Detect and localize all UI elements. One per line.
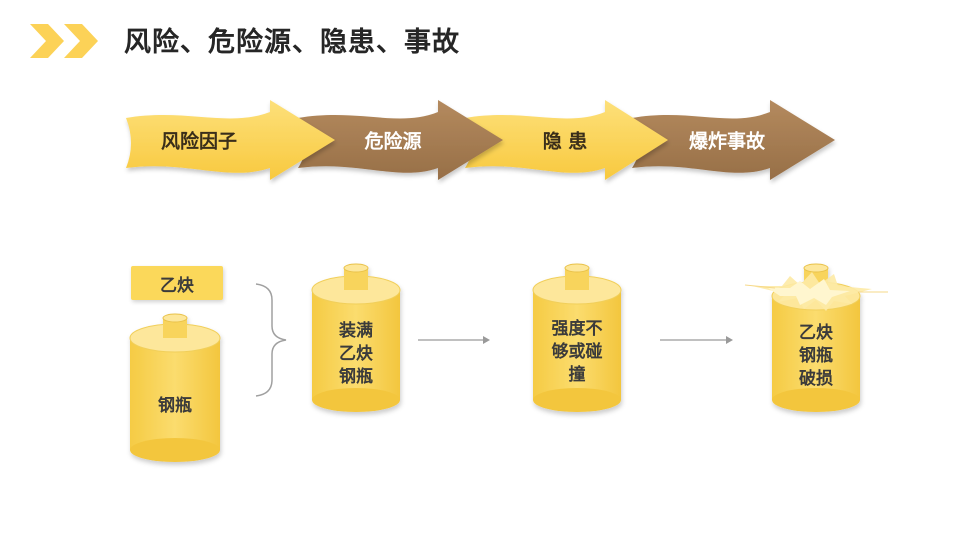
cylinder-2-label: 装满 乙炔 钢瓶: [339, 320, 373, 389]
cylinder-2-line-2: 乙炔: [339, 344, 373, 364]
cylinder-1-label: 钢瓶: [158, 396, 192, 416]
flow-arrow-1: [126, 100, 335, 180]
flow-arrow-3: [465, 100, 668, 180]
arrow-right-2: [660, 336, 733, 344]
cylinder-4-label: 乙炔 钢瓶 破损: [799, 322, 833, 391]
cylinder-3-line-2: 够或碰: [551, 342, 603, 362]
cylinder-2-line-1: 装满: [339, 321, 373, 341]
cylinder-1: [129, 313, 221, 462]
cylinder-4-line-1: 乙炔: [799, 323, 833, 343]
cylinder-4-line-3: 破损: [799, 369, 833, 389]
flow-step-2-label: 危险源: [364, 130, 422, 153]
cylinder-4-line-2: 钢瓶: [799, 346, 833, 366]
cylinder-3-label: 强度不 够或碰 撞: [552, 318, 603, 387]
cylinder-3: [532, 263, 622, 412]
acetylene-tag: 乙炔: [131, 266, 223, 300]
cylinder-2: [311, 263, 401, 412]
arrow-right-1: [418, 336, 490, 344]
explosion-burst-icon: [744, 272, 888, 311]
cylinder-2-line-3: 钢瓶: [339, 367, 373, 387]
brace: [255, 283, 287, 397]
flow-arrow-4: [632, 100, 835, 180]
cylinder-3-line-1: 强度不: [551, 319, 603, 339]
flow-arrow-2: [298, 100, 503, 180]
cylinder-3-line-3: 撞: [568, 365, 586, 385]
flow-step-4-label: 爆炸事故: [688, 130, 766, 153]
page-title: 风险、危险源、隐患、事故: [124, 27, 460, 58]
double-chevron-icon: [30, 24, 98, 58]
flow-step-1-label: 风险因子: [160, 130, 238, 153]
flow-step-3-label: 隐 患: [542, 130, 588, 153]
